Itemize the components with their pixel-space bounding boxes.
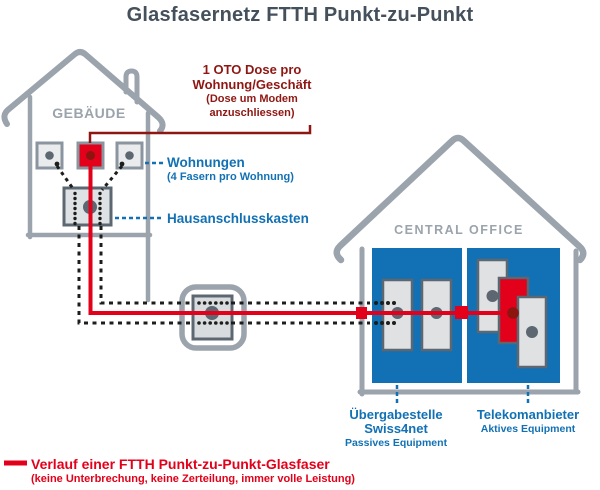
cabinet-splice-dots <box>374 301 396 325</box>
central-office-label: CENTRAL OFFICE <box>394 223 524 237</box>
central-office-roof <box>333 134 587 264</box>
active-module-red-port <box>507 307 519 319</box>
label-pointers <box>115 161 530 404</box>
fiber-wall-feedthrough <box>356 307 367 319</box>
apartments-label-sub: (4 Fasern pro Wohnung) <box>167 171 294 183</box>
legend-note-sub: (keine Unterbrechung, keine Zerteilung, … <box>31 473 355 485</box>
cable-lower-run <box>77 226 370 325</box>
central-office-equipment <box>372 248 560 383</box>
apartment-socket-right-port <box>125 151 134 160</box>
legend-note-title: Verlauf einer FTTH Punkt-zu-Punkt-Glasfa… <box>31 456 330 472</box>
apartment-socket-left-port <box>45 151 54 160</box>
hak-splice-dots <box>73 191 102 226</box>
active-module-back-port <box>486 290 499 302</box>
provider-label-title: Telekomanbieter <box>476 407 580 422</box>
cable-right-apartment <box>100 165 124 191</box>
oto-note-line1: 1 OTO Dose pro <box>202 62 302 77</box>
active-module-front-port <box>526 326 538 338</box>
oto-note-line2: Wohnung/Geschäft <box>192 77 312 92</box>
diagram-title: Glasfasernetz FTTH Punkt-zu-Punkt <box>126 4 474 26</box>
street-junction-box <box>179 284 247 351</box>
oto-note-line3: (Dose um Modem <box>206 93 298 105</box>
handover-label-operator: Swiss4net <box>364 421 428 436</box>
apartments-label-title: Wohnungen <box>167 155 245 170</box>
provider-label: Telekomanbieter Aktives Equipment <box>459 408 597 436</box>
fiber-cabinet-feedthrough <box>455 306 468 319</box>
provider-label-sub: Aktives Equipment <box>480 423 576 435</box>
fiber-point-to-point <box>4 151 519 466</box>
pointer-oto-note <box>88 125 312 143</box>
cable-upper-run <box>99 226 370 305</box>
cable-left-apartment <box>55 165 76 191</box>
apartments-label: Wohnungen (4 Fasern pro Wohnung) <box>167 154 294 183</box>
chimney-icon <box>123 68 140 105</box>
building-roof <box>1 49 166 134</box>
junction-splice-dots <box>197 301 229 325</box>
oto-note-line4: anzuschliessen) <box>209 107 295 119</box>
in-house-cables-dashed <box>55 165 396 325</box>
handover-label: Übergabestelle Swiss4net Passives Equipm… <box>329 408 463 450</box>
legend-note: Verlauf einer FTTH Punkt-zu-Punkt-Glasfa… <box>31 455 355 486</box>
handover-label-title: Übergabestelle <box>349 407 443 422</box>
fiber-red-path <box>88 155 513 315</box>
oto-note: 1 OTO Dose pro Wohnung/Geschäft (Dose um… <box>179 62 325 120</box>
apartment-socket-left-tap <box>54 161 60 167</box>
oto-socket-port <box>86 151 95 160</box>
handover-label-sub: Passives Equipment <box>344 437 448 449</box>
house-connection-label: Hausanschlusskasten <box>167 211 309 226</box>
building-label: GEBÄUDE <box>52 105 126 121</box>
building-house-outline <box>1 49 166 303</box>
house-connection-box <box>62 186 113 227</box>
